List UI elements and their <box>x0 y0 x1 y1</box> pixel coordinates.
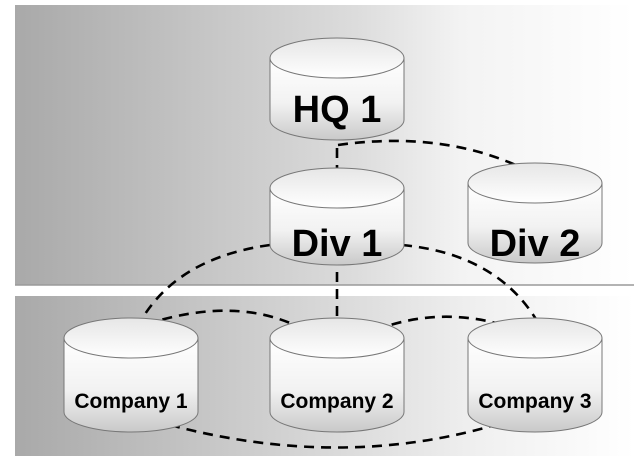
hq1-label: HQ 1 <box>293 89 382 131</box>
connector-div1-company1 <box>126 243 271 349</box>
company3-node[interactable]: Company 3 <box>467 317 603 433</box>
div2-label: Div 2 <box>490 223 581 265</box>
company2-label: Company 2 <box>280 390 393 413</box>
company2-node[interactable]: Company 2 <box>269 317 405 433</box>
connector-company1-company2 <box>129 309 329 347</box>
div1-label: Div 1 <box>292 223 383 265</box>
company3-label: Company 3 <box>478 390 591 413</box>
div2-node[interactable]: Div 2 <box>467 162 603 265</box>
hq1-node[interactable]: HQ 1 <box>269 37 405 141</box>
div1-node[interactable]: Div 1 <box>269 167 405 266</box>
company1-label: Company 1 <box>74 390 188 413</box>
company1-node[interactable]: Company 1 <box>63 317 199 433</box>
